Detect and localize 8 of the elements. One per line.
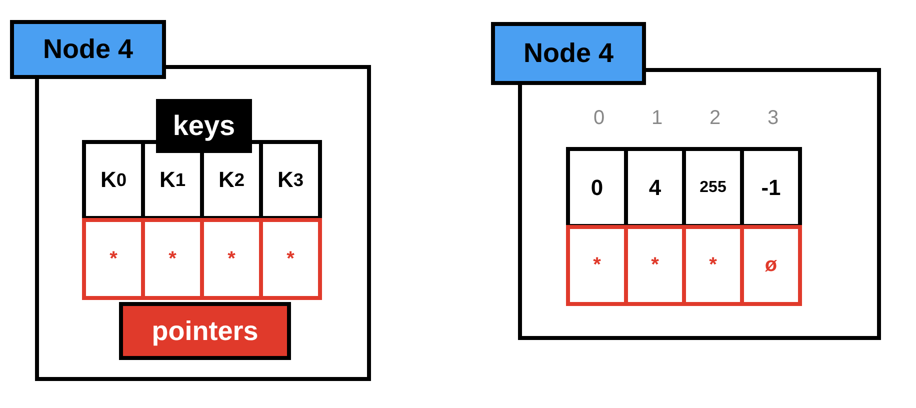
index-number: 1 bbox=[650, 106, 664, 130]
index-number: 3 bbox=[766, 106, 780, 130]
pointers-label: pointers bbox=[119, 302, 291, 360]
index-number: 2 bbox=[708, 106, 722, 130]
node-title: Node 4 bbox=[491, 22, 646, 85]
node-title: Node 4 bbox=[10, 20, 166, 79]
keys-label: keys bbox=[156, 99, 252, 153]
index-number: 0 bbox=[592, 106, 606, 130]
